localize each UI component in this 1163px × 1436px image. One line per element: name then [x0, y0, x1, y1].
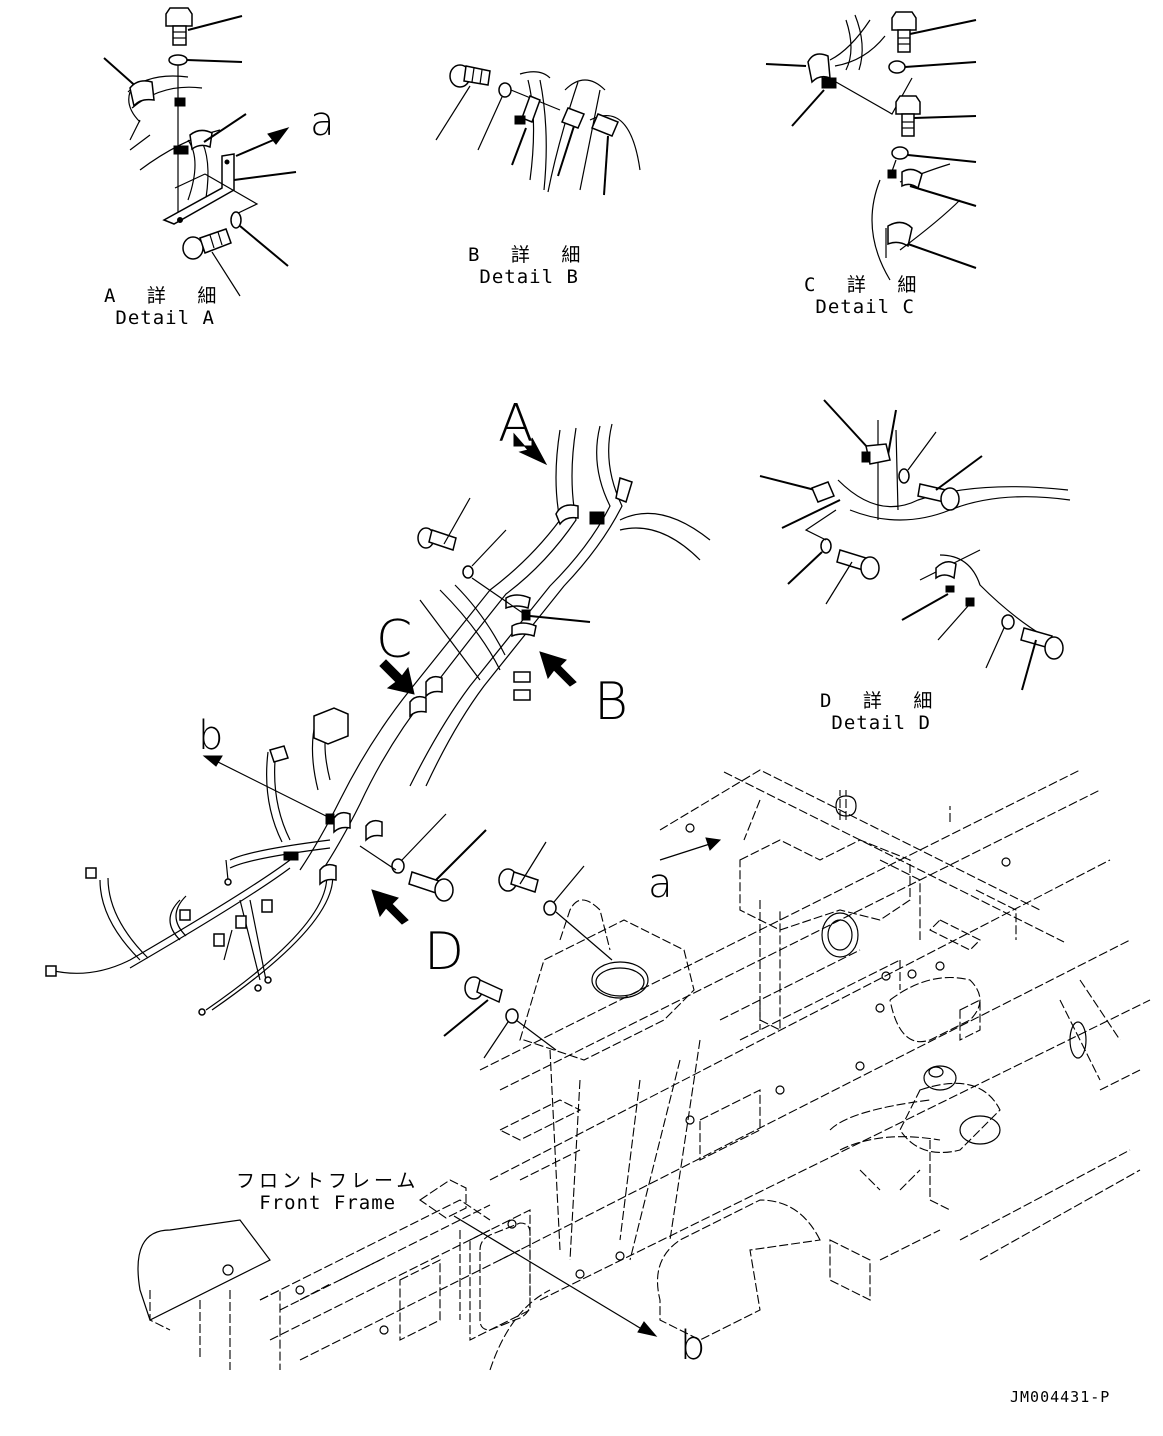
washer-icon: [230, 211, 242, 229]
bolt-icon: [408, 871, 454, 902]
detail-b-caption-jp: B 詳 細: [468, 244, 591, 266]
bolt-icon: [895, 95, 921, 137]
bolt-icon: [1020, 627, 1064, 660]
detail-d-caption: D 詳 細 Detail D: [820, 692, 942, 733]
detail-a-caption: A 詳 細 Detail A: [104, 287, 226, 328]
detail-a-drawing: [103, 7, 297, 297]
view-arrow-c-icon: [379, 659, 415, 695]
detail-c-caption-en: Detail C: [815, 296, 915, 318]
view-arrow-a-icon: [513, 432, 548, 466]
detail-b-caption-en: Detail B: [479, 266, 579, 288]
reference-arrow-b-frame-icon: [453, 1215, 658, 1337]
bolt-icon: [182, 228, 232, 260]
detail-b-caption: B 詳 細 Detail B: [468, 246, 590, 287]
detail-b-drawing: [435, 64, 641, 196]
front-frame-label: フロントフレーム Front Frame: [236, 1172, 419, 1213]
view-letter-a: A: [498, 394, 534, 454]
detail-c-caption-jp: C 詳 細: [804, 274, 927, 296]
front-frame-label-jp: フロントフレーム: [236, 1170, 420, 1192]
detail-a-caption-en: Detail A: [115, 307, 215, 329]
detail-d-caption-en: Detail D: [831, 712, 931, 734]
bolt-icon: [449, 64, 491, 88]
bolt-icon: [165, 7, 193, 46]
reference-letter-a-main: a: [648, 861, 673, 907]
view-arrow-d-icon: [371, 889, 409, 925]
reference-letter-a-detail: a: [310, 99, 335, 145]
detail-d-caption-jp: D 詳 細: [820, 690, 943, 712]
reference-letter-b-frame: b: [680, 1323, 706, 1369]
bolt-icon: [498, 868, 539, 893]
drawing-code: JM004431-P: [1010, 1388, 1111, 1406]
view-letter-d: D: [424, 922, 465, 982]
bolt-icon: [836, 549, 880, 580]
bolt-icon: [417, 527, 457, 551]
front-frame-label-en: Front Frame: [259, 1192, 397, 1214]
front-frame: [137, 769, 1151, 1371]
reference-letter-b-harness: b: [198, 713, 224, 759]
view-letter-b: B: [594, 672, 629, 732]
reference-arrow-a-main-icon: [659, 837, 722, 861]
bolt-icon: [891, 11, 917, 53]
detail-a-caption-jp: A 詳 細: [104, 285, 227, 307]
wiring-harness: [45, 423, 711, 1016]
detail-c-drawing: [765, 11, 977, 281]
view-letter-c: C: [376, 610, 413, 670]
detail-d-drawing: [759, 399, 1071, 691]
reference-arrow-b-harness-icon: [202, 755, 331, 819]
view-arrow-b-icon: [539, 651, 577, 687]
bolt-icon: [464, 976, 503, 1004]
detail-c-caption: C 詳 細 Detail C: [804, 276, 926, 317]
